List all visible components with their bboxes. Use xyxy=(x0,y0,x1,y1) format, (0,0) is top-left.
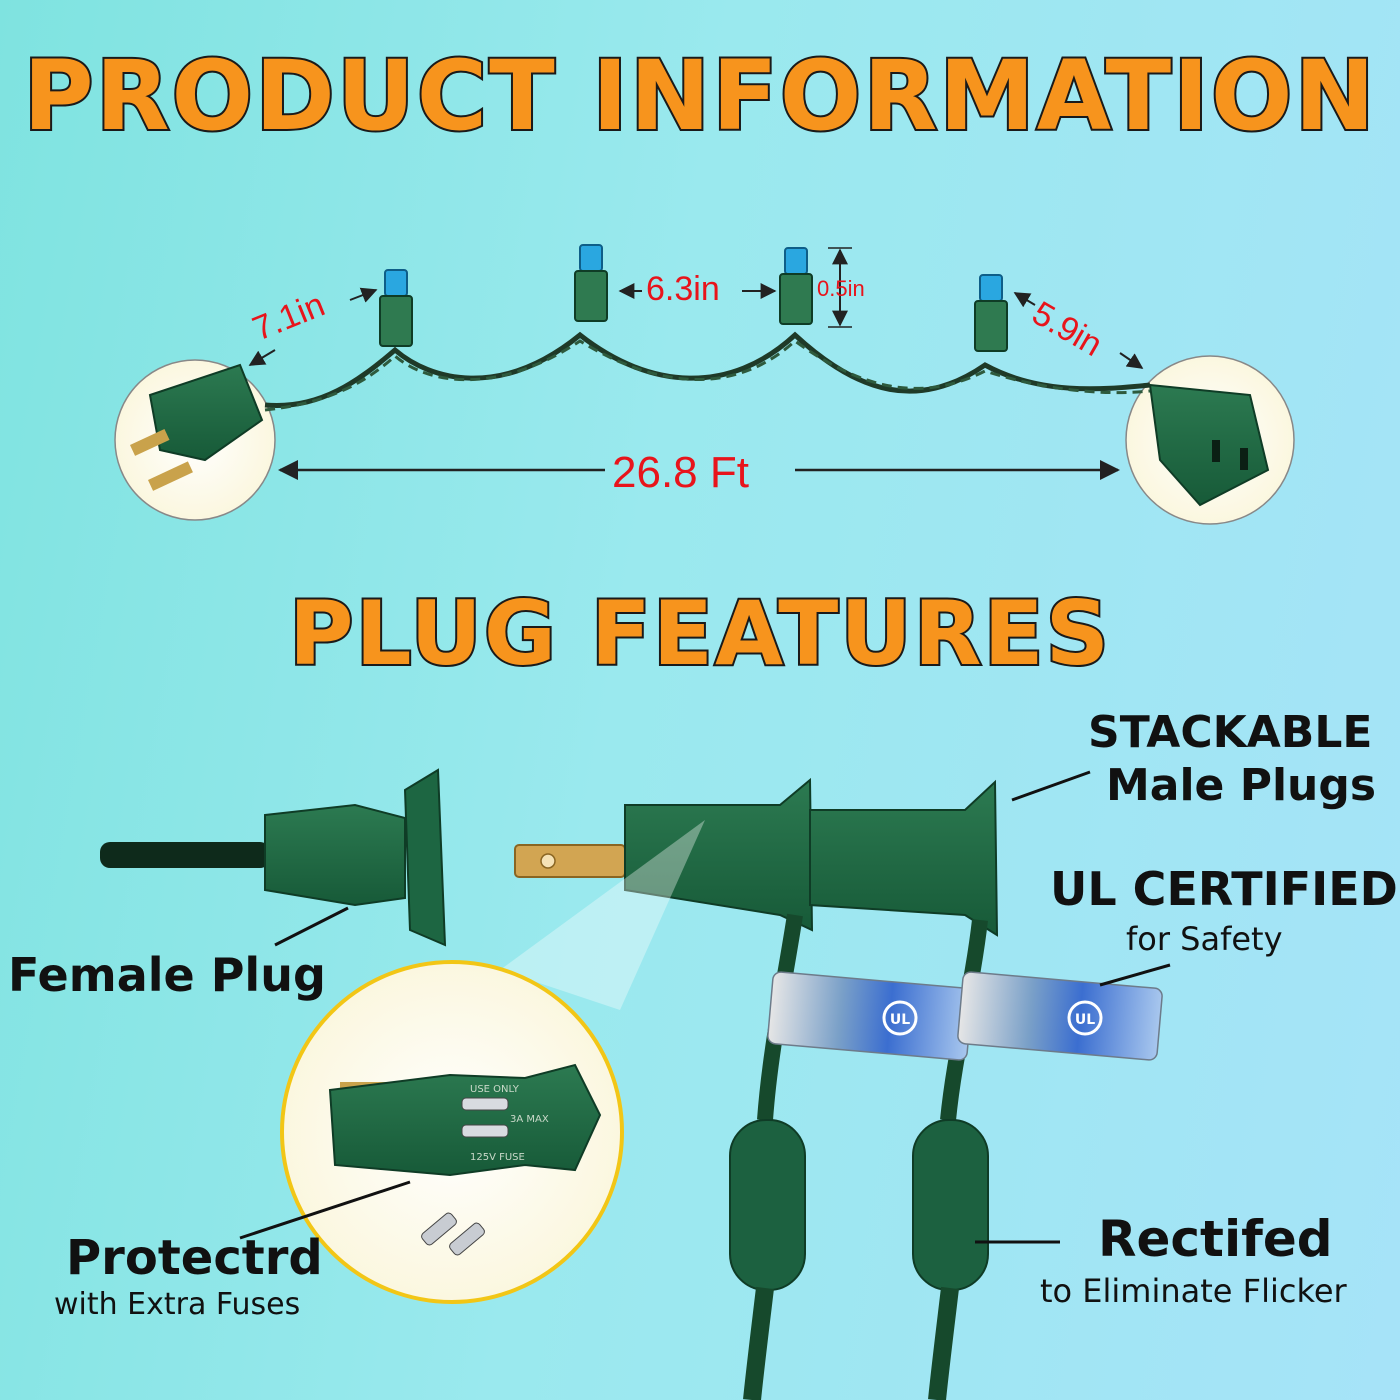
female-plug-label: Female Plug xyxy=(8,948,326,1002)
rectifier xyxy=(912,1119,989,1291)
stackable-title: STACKABLE xyxy=(1088,707,1373,758)
plug-features-title: PLUG FEATURES xyxy=(287,580,1111,687)
protected-subtitle: with Extra Fuses xyxy=(54,1287,301,1322)
ul-mark-text: UL xyxy=(890,1012,910,1028)
fuse-marking-3: 125V FUSE xyxy=(470,1152,525,1163)
bulb xyxy=(574,244,608,322)
fuse-plug-illustration: USE ONLY 3A MAX 125V FUSE xyxy=(328,1063,602,1256)
wire xyxy=(264,331,1151,409)
rectified-title: Rectifed xyxy=(1098,1210,1333,1268)
product-information-title: PRODUCT INFORMATION xyxy=(21,38,1377,154)
ul-certified-title: UL CERTIFIED xyxy=(1050,862,1398,916)
dim-label-total: 26.8 Ft xyxy=(612,448,749,497)
ul-label xyxy=(957,971,1163,1061)
rectifier xyxy=(729,1119,806,1291)
spare-fuse xyxy=(421,1212,457,1246)
dim-label-spacing: 6.3in xyxy=(646,270,720,308)
spare-fuse xyxy=(449,1222,485,1256)
female-plug-end-icon xyxy=(1148,383,1270,507)
dim-arrow-left xyxy=(248,349,276,366)
bulb xyxy=(379,269,413,347)
stacked-male-plugs xyxy=(514,777,1163,1400)
female-plug-illustration xyxy=(100,768,447,947)
fuse-marking-1: USE ONLY xyxy=(470,1084,520,1095)
dim-arrow-right xyxy=(1013,292,1036,308)
protected-title: Protectrd xyxy=(66,1230,323,1286)
ul-certified-subtitle: for Safety xyxy=(1126,920,1283,958)
bulb xyxy=(779,247,813,325)
dim-label-height: 0.5in xyxy=(817,276,865,301)
ul-label xyxy=(767,971,973,1061)
spotlight-beam xyxy=(500,820,705,1010)
ul-mark-text: UL xyxy=(1075,1012,1095,1028)
male-plug-end-icon xyxy=(130,363,264,491)
light-string xyxy=(114,244,1295,525)
bulb xyxy=(974,274,1008,352)
fuse-marking-2: 3A MAX xyxy=(510,1114,549,1125)
stackable-subtitle: Male Plugs xyxy=(1106,760,1377,811)
rectified-subtitle: to Eliminate Flicker xyxy=(1040,1272,1347,1310)
